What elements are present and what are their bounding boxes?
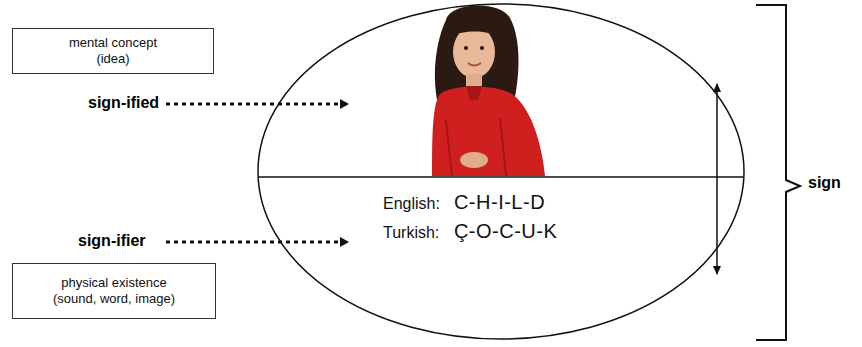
concept-box: mental concept (idea): [12, 28, 214, 74]
leader-arrow: [166, 241, 348, 244]
box-label: physical existence (sound, word, image): [39, 275, 189, 307]
word-spelling: Ç-O-C-U-K: [454, 220, 557, 243]
child-photo: [432, 5, 545, 176]
brace: [756, 5, 800, 340]
leader-arrow: [166, 103, 348, 106]
box-label: mental concept (idea): [58, 35, 168, 67]
word-spelling: C-H-I-L-D: [454, 191, 557, 214]
word-table: English: C-H-I-L-D Turkish: Ç-O-C-U-K: [383, 191, 557, 243]
language-name: English:: [383, 195, 440, 213]
physical-box: physical existence (sound, word, image): [12, 263, 216, 319]
language-name: Turkish:: [383, 224, 440, 242]
double-arrow: [716, 84, 718, 274]
signified-label: sign-ified: [88, 94, 159, 112]
box-text: mental concept (idea): [58, 35, 168, 67]
box-text: physical existence (sound, word, image): [39, 275, 189, 307]
signifier-label: sign-ifier: [78, 232, 146, 250]
ellipse-outline: [257, 3, 745, 340]
sign-label: sign: [808, 174, 841, 192]
sign-ellipse: English: C-H-I-L-D Turkish: Ç-O-C-U-K: [257, 3, 745, 340]
